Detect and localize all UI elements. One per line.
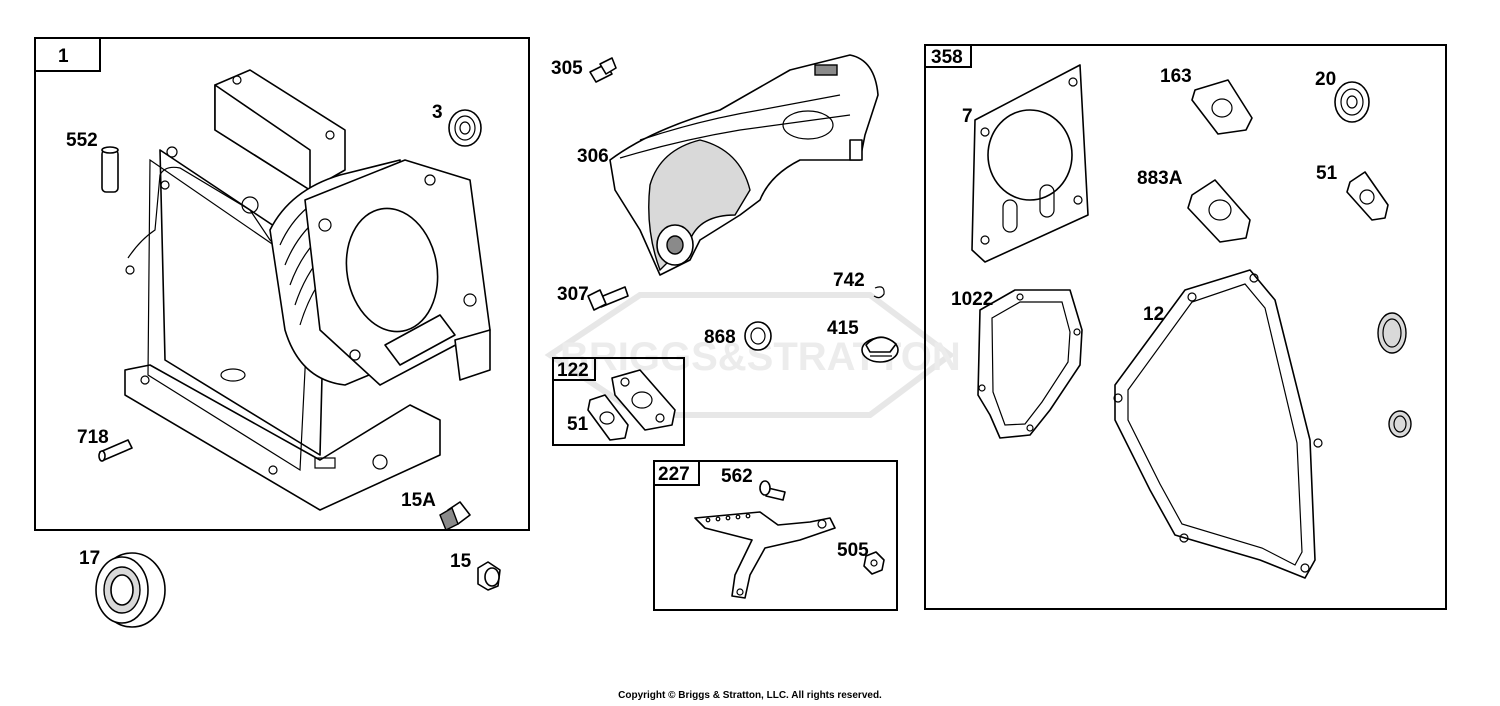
part-163-gasket[interactable] [1191,79,1253,135]
group-box-358: 358 7 163 20 88 [924,44,1447,610]
label-552[interactable]: 552 [66,130,98,151]
part-51-gasket-box-122[interactable] [587,394,629,441]
label-3[interactable]: 3 [432,102,443,123]
part-3-oil-seal[interactable] [448,109,482,147]
label-51-box-122[interactable]: 51 [567,414,589,435]
part-51-gasket-box-358[interactable] [1346,171,1389,221]
part-17-bearing[interactable] [95,552,166,628]
box-label-358: 358 [931,47,963,68]
group-box-1: 1 [34,37,530,531]
group-box-227: 227 562 505 [653,460,898,611]
part-122-spacer[interactable] [611,369,676,431]
label-868[interactable]: 868 [704,327,736,348]
box-label-227: 227 [658,464,690,485]
part-1022-gasket[interactable] [977,289,1083,439]
label-12[interactable]: 12 [1143,304,1164,325]
label-307[interactable]: 307 [557,284,589,305]
crankcase-part[interactable] [124,69,491,511]
label-15a[interactable]: 15A [401,490,436,511]
part-718-pin[interactable] [98,439,133,462]
part-742-clip[interactable] [873,286,885,299]
copyright-notice: Copyright © Briggs & Stratton, LLC. All … [618,690,882,701]
part-415-cap[interactable] [861,336,899,363]
label-15[interactable]: 15 [450,551,472,572]
label-883a[interactable]: 883A [1137,168,1183,189]
group-box-122: 122 51 [552,357,685,446]
box-label-122: 122 [557,360,589,381]
seal-ring-large[interactable] [1377,312,1407,354]
part-15a-plug[interactable] [439,501,471,531]
part-307-bolt[interactable] [587,286,629,311]
part-15-bushing[interactable] [477,561,501,591]
seal-ring-small[interactable] [1388,410,1412,438]
part-20-oil-seal[interactable] [1334,81,1370,123]
label-51-box-358[interactable]: 51 [1316,163,1338,184]
label-415[interactable]: 415 [827,318,859,339]
label-305[interactable]: 305 [551,58,583,79]
part-12-crankcase-gasket[interactable] [1113,269,1323,579]
part-505-nut[interactable] [863,551,885,575]
label-306[interactable]: 306 [577,146,609,167]
label-1022[interactable]: 1022 [951,289,993,310]
box-label-1: 1 [58,46,69,67]
part-562-bolt[interactable] [759,480,786,501]
label-163[interactable]: 163 [1160,66,1192,87]
label-742[interactable]: 742 [833,270,865,291]
label-7[interactable]: 7 [962,106,973,127]
label-718[interactable]: 718 [77,427,109,448]
part-227-governor-lever[interactable] [694,511,836,599]
label-505[interactable]: 505 [837,540,869,561]
watermark: BRIGGS&STRATTON [544,292,961,418]
part-305-screw[interactable] [589,57,617,83]
part-868-seal[interactable] [744,321,772,351]
part-306-blower-housing[interactable] [609,54,879,276]
label-17[interactable]: 17 [79,548,100,569]
part-7-head-gasket[interactable] [971,64,1089,263]
label-562[interactable]: 562 [721,466,753,487]
part-883a-gasket[interactable] [1187,179,1251,243]
part-552-dowel-pin[interactable] [101,146,119,193]
label-20[interactable]: 20 [1315,69,1336,90]
